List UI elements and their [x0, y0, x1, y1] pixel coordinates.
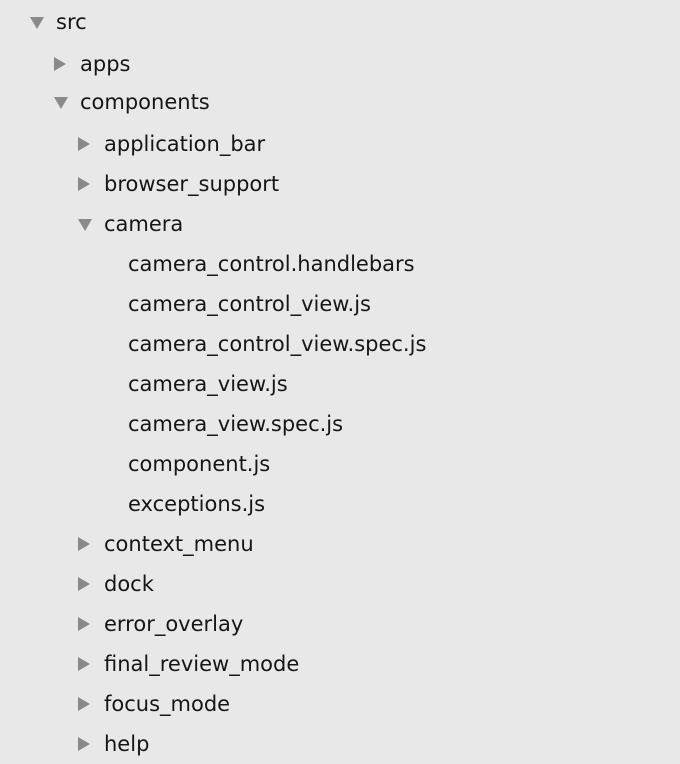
tree-item-label: browser_support [104, 172, 280, 196]
tree-item-label: application_bar [104, 132, 266, 156]
chevron-down-icon[interactable] [30, 17, 44, 29]
chevron-right-icon[interactable] [78, 537, 90, 551]
chevron-right-icon[interactable] [78, 697, 90, 711]
chevron-down-icon[interactable] [54, 97, 68, 109]
tree-file[interactable]: component.js [0, 444, 680, 484]
tree-folder-browser-support[interactable]: browser_support [0, 164, 680, 204]
tree-item-label: context_menu [104, 532, 254, 556]
chevron-right-icon[interactable] [78, 737, 90, 751]
tree-folder-components[interactable]: components [0, 82, 680, 122]
chevron-down-icon[interactable] [78, 219, 92, 231]
tree-item-label: dock [104, 572, 154, 596]
tree-item-label: camera_view.js [128, 372, 288, 396]
chevron-right-icon[interactable] [54, 57, 66, 71]
tree-file[interactable]: exceptions.js [0, 484, 680, 524]
tree-item-label: exceptions.js [128, 492, 266, 516]
chevron-right-icon[interactable] [78, 577, 90, 591]
tree-folder-apps[interactable]: apps [0, 44, 680, 84]
tree-item-label: final_review_mode [104, 652, 300, 676]
tree-folder-focus-mode[interactable]: focus_mode [0, 684, 680, 724]
tree-item-label: components [80, 90, 210, 114]
chevron-right-icon[interactable] [78, 137, 90, 151]
tree-file[interactable]: camera_view.spec.js [0, 404, 680, 444]
tree-folder-final-review-mode[interactable]: final_review_mode [0, 644, 680, 684]
tree-item-label: src [56, 10, 87, 34]
tree-item-label: component.js [128, 452, 271, 476]
tree-item-label: camera [104, 212, 184, 236]
tree-item-label: help [104, 732, 150, 756]
tree-item-label: camera_control_view.js [128, 292, 371, 316]
chevron-right-icon[interactable] [78, 617, 90, 631]
tree-folder-camera[interactable]: camera [0, 204, 680, 244]
tree-folder-error-overlay[interactable]: error_overlay [0, 604, 680, 644]
tree-item-label: camera_control.handlebars [128, 252, 415, 276]
tree-file[interactable]: camera_control_view.js [0, 284, 680, 324]
chevron-right-icon[interactable] [78, 657, 90, 671]
tree-folder-application-bar[interactable]: application_bar [0, 124, 680, 164]
tree-item-label: focus_mode [104, 692, 231, 716]
chevron-right-icon[interactable] [78, 177, 90, 191]
tree-file[interactable]: camera_control.handlebars [0, 244, 680, 284]
tree-folder-src[interactable]: src [0, 2, 680, 42]
tree-folder-dock[interactable]: dock [0, 564, 680, 604]
tree-item-label: camera_view.spec.js [128, 412, 344, 436]
tree-folder-help[interactable]: help [0, 724, 680, 764]
tree-file[interactable]: camera_view.js [0, 364, 680, 404]
tree-folder-context-menu[interactable]: context_menu [0, 524, 680, 564]
tree-item-label: error_overlay [104, 612, 244, 636]
tree-file[interactable]: camera_control_view.spec.js [0, 324, 680, 364]
tree-item-label: apps [80, 52, 131, 76]
tree-item-label: camera_control_view.spec.js [128, 332, 427, 356]
